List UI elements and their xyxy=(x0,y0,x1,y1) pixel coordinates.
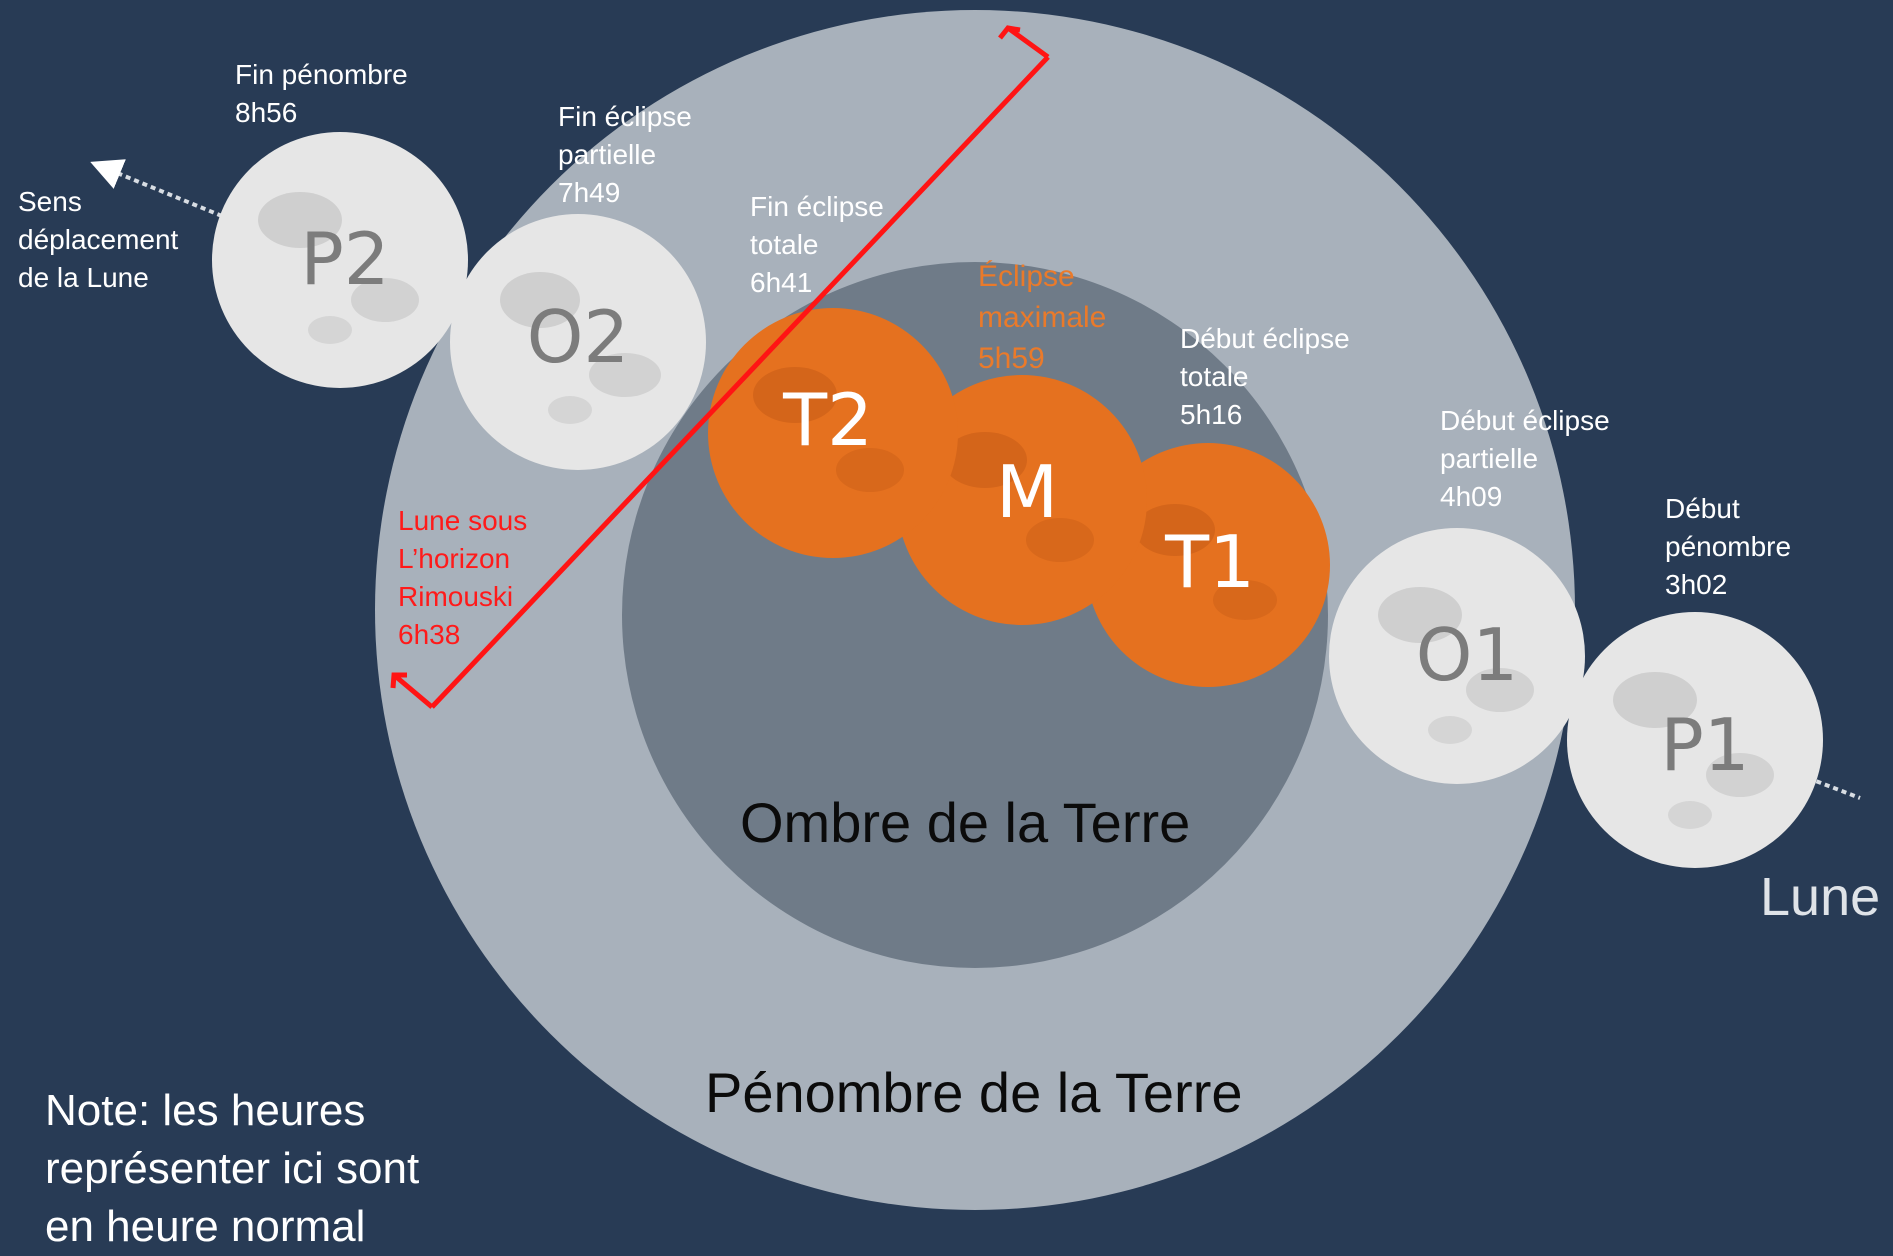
moon-path-right xyxy=(1807,776,1861,800)
label-t2: Fin éclipse totale 6h41 xyxy=(750,191,884,298)
moon-p2 xyxy=(212,132,468,388)
eclipse-diagram: P2 O2 T2 M T1 O1 P1 xyxy=(90,10,1861,1210)
horizon-line xyxy=(390,25,1050,709)
moon-code-t2: T2 xyxy=(782,378,873,462)
moon-path-left xyxy=(90,159,223,218)
label-maximum: Éclipse maximale 5h59 xyxy=(978,260,1107,375)
moon-t2 xyxy=(708,308,958,558)
moon-p1 xyxy=(1567,612,1823,868)
moon-code-o2: O2 xyxy=(527,295,629,379)
moon-o2 xyxy=(450,214,706,470)
moon-code-m: M xyxy=(996,450,1058,534)
label-t1: Début éclipse totale 5h16 xyxy=(1180,323,1350,430)
note-text: Note: les heures représenter ici sont en… xyxy=(45,1086,420,1251)
moon-t1 xyxy=(1086,443,1330,687)
horizon-label: Lune sous L’horizon Rimouski 6h38 xyxy=(398,505,528,650)
label-p1: Début pénombre 3h02 xyxy=(1665,493,1792,600)
moon-code-t1: T1 xyxy=(1164,520,1255,604)
moon-code-p1: P1 xyxy=(1660,703,1749,787)
moon-code-o1: O1 xyxy=(1416,613,1518,697)
label-o2: Fin éclipse partielle 7h49 xyxy=(558,101,692,208)
umbra-label: Ombre de la Terre xyxy=(740,791,1191,854)
penumbra-label: Pénombre de la Terre xyxy=(705,1061,1243,1124)
label-o1: Début éclipse partielle 4h09 xyxy=(1440,405,1610,512)
moon-m xyxy=(897,375,1147,625)
direction-label: Sens déplacement de la Lune xyxy=(18,186,179,293)
label-p2: Fin pénombre 8h56 xyxy=(235,59,408,128)
lune-label: Lune xyxy=(1760,867,1881,927)
moon-o1 xyxy=(1329,528,1585,784)
moon-code-p2: P2 xyxy=(300,217,389,301)
